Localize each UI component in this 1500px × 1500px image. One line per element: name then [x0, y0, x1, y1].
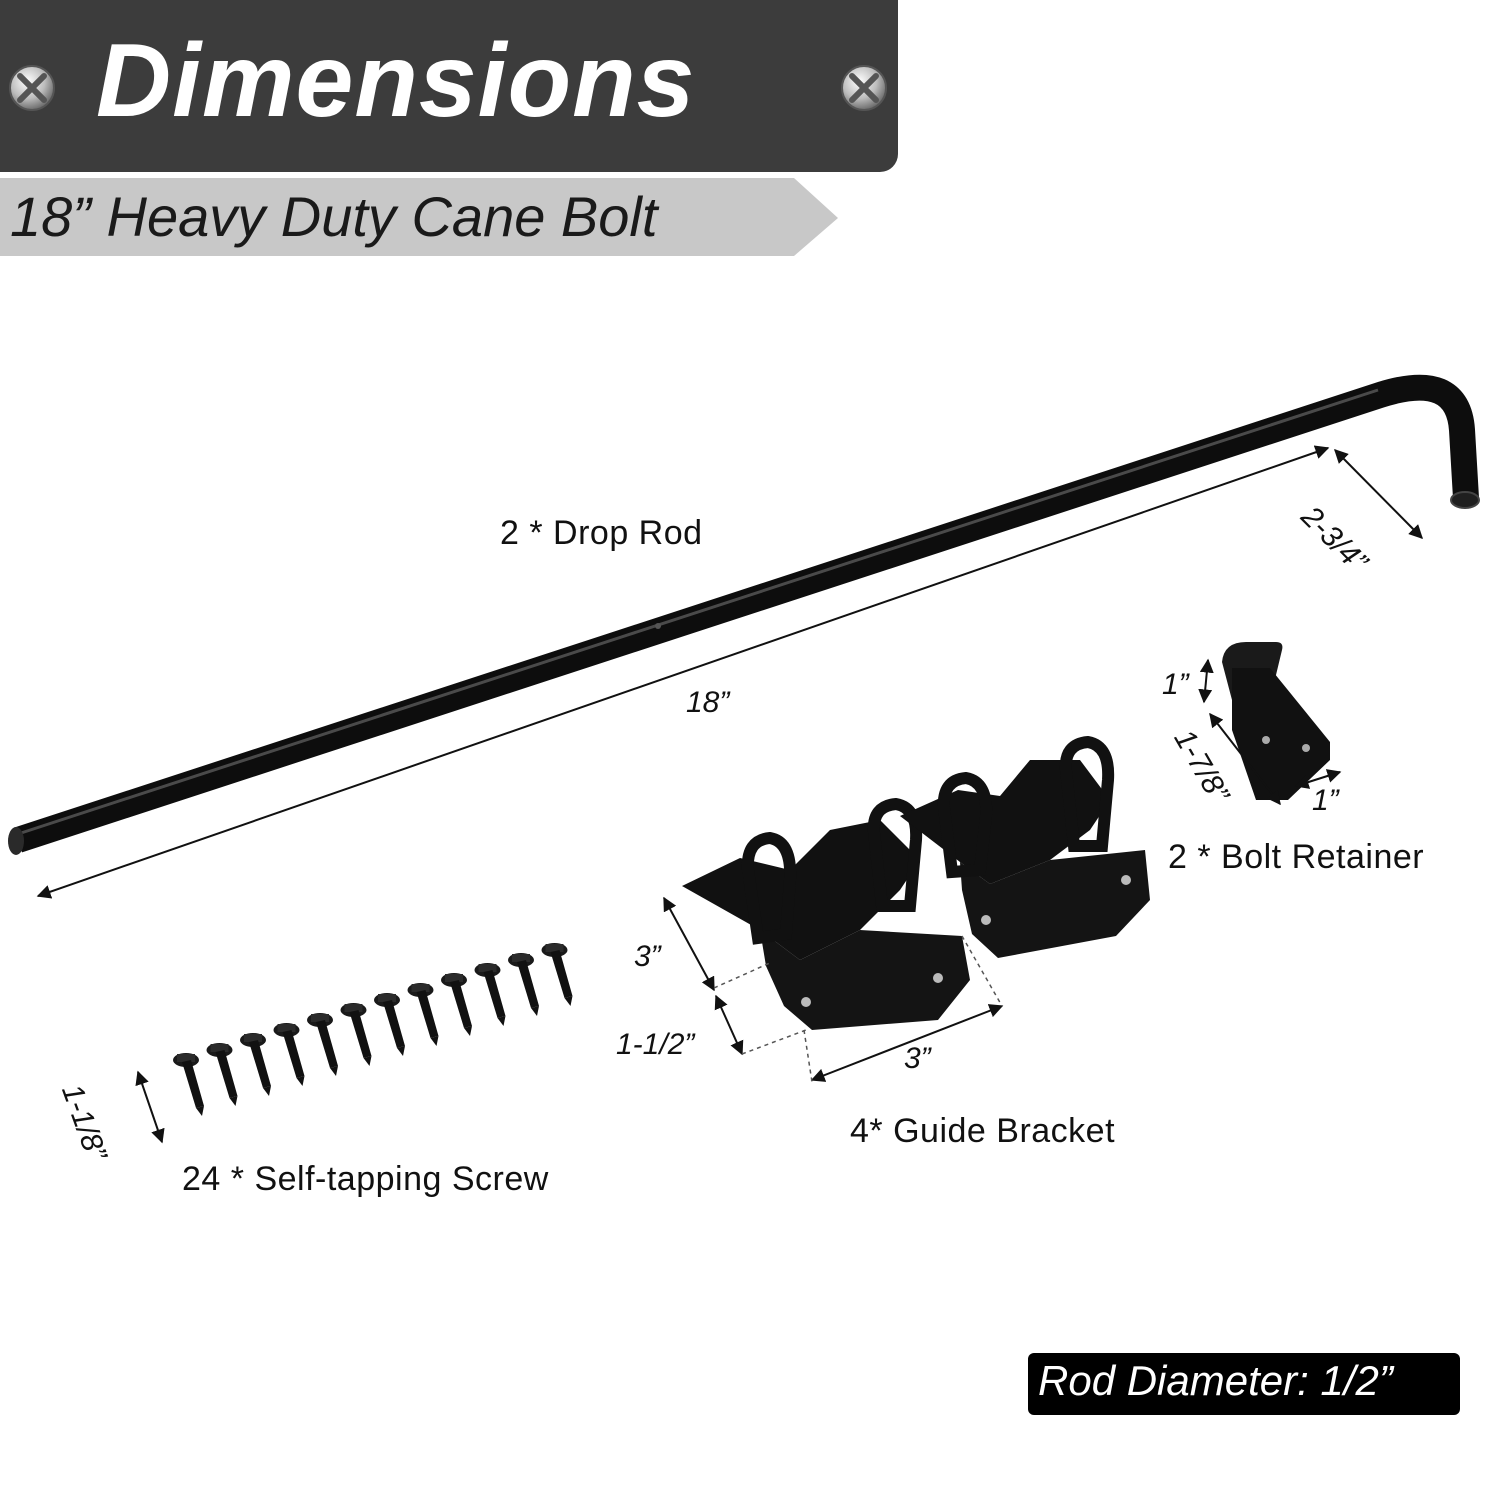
- screw: [206, 1043, 238, 1106]
- screw: [407, 983, 439, 1046]
- page-title: Dimensions: [96, 23, 696, 139]
- dim-rod-length: 18”: [686, 686, 730, 719]
- screw-head-icon: [9, 65, 55, 111]
- screw: [240, 1033, 271, 1096]
- guide-bracket: [682, 797, 970, 1030]
- screw: [441, 973, 472, 1036]
- screw: [541, 943, 573, 1006]
- screw: [307, 1013, 338, 1076]
- bracket-flange-dim-line: [714, 994, 744, 1056]
- screw: [474, 963, 506, 1026]
- dim-bracket-height: 3”: [634, 940, 661, 973]
- bolt-retainer: [1222, 642, 1330, 800]
- screw: [374, 993, 405, 1056]
- retainer-width-dim-line: [1294, 769, 1342, 789]
- bracket-extension-lines: [713, 935, 1003, 1083]
- bracket-width-dim-line: [810, 1004, 1004, 1082]
- retainer-height-dim-line: [1198, 658, 1214, 704]
- retainer-length-dim-line: [1209, 712, 1281, 806]
- rod-diameter-box: [1028, 1353, 1460, 1415]
- guide-bracket: [900, 735, 1150, 958]
- screw: [508, 953, 539, 1016]
- rod-diameter-label: Rod Diameter: 1/2”: [1038, 1357, 1393, 1404]
- screw: [340, 1003, 372, 1066]
- dim-bracket-width: 3”: [904, 1042, 931, 1075]
- dim-bracket-flange: 1-1/2”: [616, 1028, 695, 1061]
- screw-head-icon: [841, 65, 887, 111]
- self-tapping-screws: [173, 943, 573, 1116]
- rod-hook-dim-line: [1334, 449, 1423, 539]
- subtitle-ribbon: [0, 178, 838, 256]
- rod-length-dim-line: [36, 445, 1330, 899]
- page-subtitle: 18” Heavy Duty Cane Bolt: [10, 185, 658, 248]
- screw: [273, 1023, 305, 1086]
- title-banner: [0, 0, 898, 172]
- bracket-height-dim-line: [663, 896, 715, 992]
- dim-retainer-width: 1”: [1312, 784, 1339, 817]
- dim-retainer-height: 1”: [1162, 668, 1189, 701]
- screw-length-dim-line: [135, 1070, 165, 1144]
- label-bolt-retainer: 2 * Bolt Retainer: [1168, 838, 1425, 876]
- label-self-tapping-screw: 24 * Self-tapping Screw: [182, 1160, 549, 1198]
- label-drop-rod: 2 * Drop Rod: [500, 514, 703, 552]
- label-guide-bracket: 4* Guide Bracket: [850, 1112, 1116, 1150]
- screw: [173, 1053, 204, 1116]
